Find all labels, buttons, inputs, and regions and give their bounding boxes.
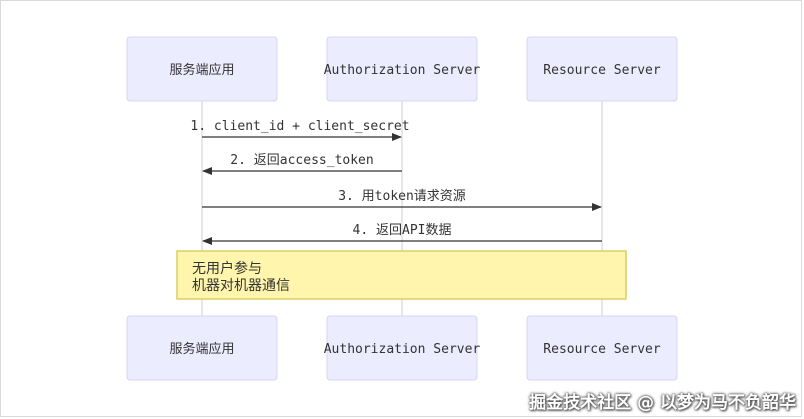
actor-label: Authorization Server bbox=[324, 342, 481, 357]
actor-label: 服务端应用 bbox=[169, 62, 234, 78]
message-label: 4. 返回API数据 bbox=[353, 223, 452, 238]
message-1: 1. client_id + client_secret bbox=[190, 119, 410, 141]
actor-label: Resource Server bbox=[543, 63, 661, 78]
actor-label: Resource Server bbox=[543, 342, 661, 357]
actor-label: Authorization Server bbox=[324, 63, 481, 78]
note-line-2: 机器对机器通信 bbox=[192, 278, 290, 294]
message-label: 3. 用token请求资源 bbox=[338, 189, 466, 204]
actor-label: 服务端应用 bbox=[169, 341, 234, 357]
actor-bottom-client: 服务端应用 bbox=[126, 315, 278, 381]
watermark: 掘金技术社区 @ 以梦为马不负韶华 bbox=[529, 393, 796, 413]
actor-bottom-auth: Authorization Server bbox=[324, 315, 481, 381]
actor-top-client: 服务端应用 bbox=[126, 36, 278, 102]
note: 无用户参与 机器对机器通信 bbox=[176, 250, 627, 300]
message-4: 4. 返回API数据 bbox=[202, 223, 602, 245]
actor-top-auth: Authorization Server bbox=[324, 36, 481, 102]
message-label: 2. 返回access_token bbox=[230, 153, 373, 168]
message-label: 1. client_id + client_secret bbox=[190, 119, 409, 134]
actor-bottom-resource: Resource Server bbox=[526, 315, 678, 381]
note-line-1: 无用户参与 bbox=[192, 260, 262, 277]
message-2: 2. 返回access_token bbox=[202, 153, 402, 175]
actor-top-resource: Resource Server bbox=[526, 36, 678, 102]
message-3: 3. 用token请求资源 bbox=[202, 189, 602, 211]
